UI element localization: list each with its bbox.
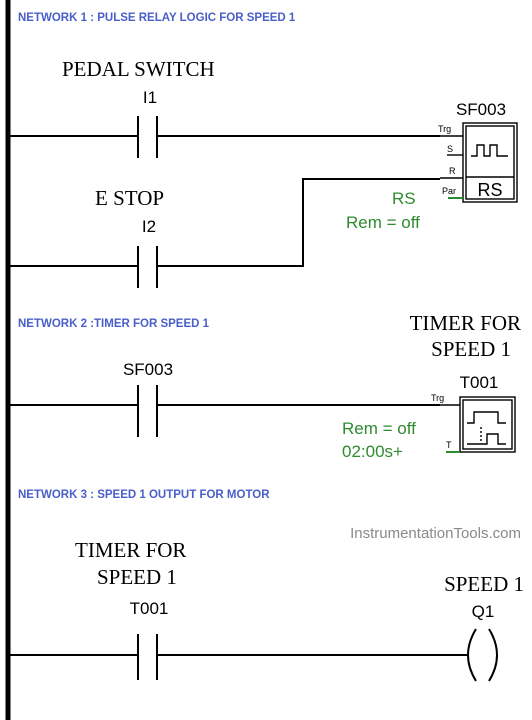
pedal-switch-address: I1	[143, 88, 157, 107]
t001-contact[interactable]	[137, 634, 158, 680]
t001-block-name: T001	[460, 373, 499, 392]
t001-block[interactable]	[459, 396, 516, 453]
sf003-symbol-box	[465, 125, 515, 200]
pulse-waveform-icon	[471, 144, 508, 157]
t001-param-time: 02:00s+	[342, 442, 403, 461]
rung-1-branch-wire	[8, 178, 440, 267]
sf003-contact[interactable]	[137, 385, 158, 437]
on-delay-timer-icon-lower	[467, 433, 506, 445]
t001-contact-label-line-2: SPEED 1	[97, 565, 177, 589]
network-3-title: NETWORK 3 : SPEED 1 OUTPUT FOR MOTOR	[18, 489, 270, 501]
estop-contact[interactable]	[137, 246, 158, 288]
sf003-block-symbol: RS	[477, 180, 502, 200]
pedal-switch-label: PEDAL SWITCH	[62, 57, 215, 81]
pin-trg-label: Trg	[438, 124, 451, 134]
timer-label-line-2: SPEED 1	[431, 337, 511, 361]
t001-pin-t-label: T	[446, 440, 452, 450]
pin-par-label: Par	[442, 186, 456, 196]
watermark: InstrumentationTools.com	[350, 525, 521, 542]
param-rem: Rem = off	[346, 213, 420, 232]
pedal-switch-contact[interactable]	[137, 116, 158, 158]
param-type: RS	[392, 189, 416, 208]
t001-param-rem: Rem = off	[342, 419, 416, 438]
pin-r-label: R	[449, 166, 456, 176]
network-2-title: NETWORK 2 :TIMER FOR SPEED 1	[18, 318, 210, 330]
t001-contact-label-line-1: TIMER FOR	[75, 538, 186, 562]
timer-label-line-1: TIMER FOR	[410, 311, 521, 335]
estop-address: I2	[142, 217, 156, 236]
sf003-block[interactable]	[462, 122, 518, 203]
coil-address: Q1	[472, 602, 495, 621]
pin-s-label: S	[447, 144, 453, 154]
coil-label: SPEED 1	[444, 572, 524, 596]
estop-label: E STOP	[95, 186, 164, 210]
sf003-block-name: SF003	[456, 100, 506, 119]
t001-pin-trg-label: Trg	[431, 393, 444, 403]
t001-symbol-box	[462, 399, 513, 450]
network-1-title: NETWORK 1 : PULSE RELAY LOGIC FOR SPEED …	[18, 12, 296, 24]
sf003-contact-address: SF003	[123, 360, 173, 379]
speed-1-output-coil[interactable]	[467, 628, 498, 682]
t001-contact-address: T001	[130, 599, 169, 618]
on-delay-timer-icon	[467, 411, 506, 424]
